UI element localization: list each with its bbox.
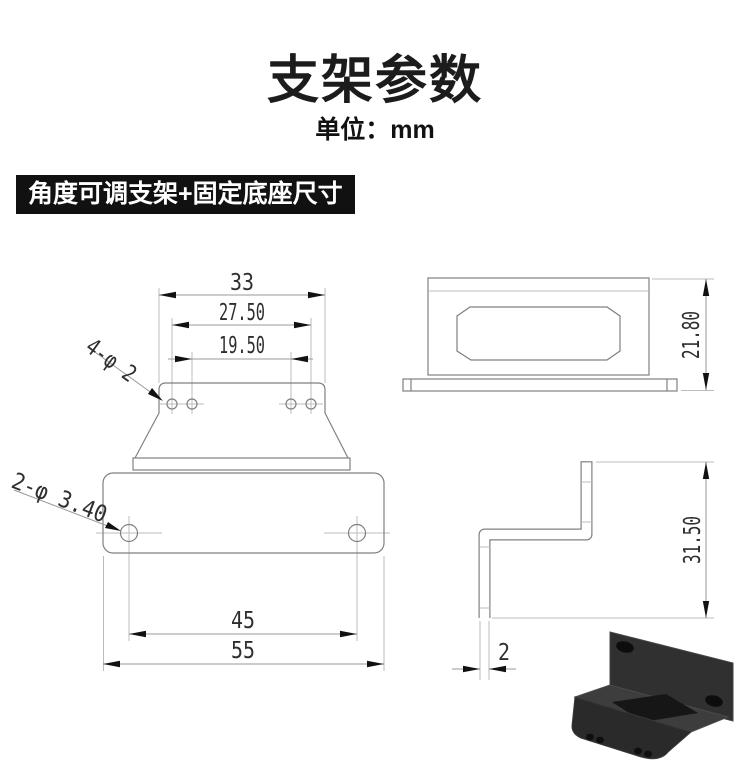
arrow-icon [702, 462, 710, 479]
arrow-icon [702, 373, 710, 390]
leader-line-base-holes [13, 489, 119, 531]
section-banner: 角度可调支架+固定底座尺寸 [16, 175, 355, 214]
dim-2-label: 2 [498, 640, 510, 666]
arrow-icon [129, 630, 146, 638]
dim-45-label: 45 [231, 608, 255, 634]
arrow-icon [702, 601, 710, 618]
arrow-icon [103, 660, 120, 668]
arrow-icon [105, 522, 121, 531]
arrow-icon [148, 388, 163, 401]
unit-label: 单位：mm [315, 116, 435, 144]
top-view: 21.80 [402, 277, 714, 392]
arrow-icon [291, 355, 308, 363]
side-view: 31.50 2 [452, 461, 714, 680]
render-back-plate [609, 631, 734, 722]
top-view-outline [402, 277, 678, 392]
front-view: 33 27.50 19.50 4-φ 2 2-φ 3.40 45 55 [8, 270, 390, 671]
label-base-holes: 2-φ 3.40 [8, 468, 111, 528]
dim-19-50-label: 19.50 [219, 333, 265, 359]
dim-55-label: 55 [231, 638, 255, 664]
arrow-icon [367, 660, 384, 668]
arrow-icon [489, 665, 506, 673]
side-profile-outer [478, 461, 593, 618]
front-view-outline [102, 382, 385, 554]
side-view-bend-marks [480, 481, 592, 609]
label-top-holes: 4-φ 2 [80, 334, 141, 388]
bracket-3d-render [571, 631, 734, 760]
dim-33-label: 33 [230, 270, 254, 296]
render-hole [586, 733, 594, 741]
render-hole [596, 736, 604, 744]
render-hole [644, 750, 652, 758]
arrow-icon [159, 291, 176, 299]
dim-27-50-label: 27.50 [219, 300, 265, 326]
leader-line-top-holes [87, 346, 161, 400]
arrow-icon [702, 279, 710, 296]
dim-31-50-label: 31.50 [680, 516, 706, 564]
render-hole [616, 641, 634, 653]
render-hole [634, 747, 642, 755]
arrow-icon [172, 321, 189, 329]
page-title: 支架参数 [266, 52, 483, 110]
arrow-icon [175, 355, 192, 363]
dim-21-80-label: 21.80 [679, 311, 705, 359]
arrow-icon [340, 630, 357, 638]
render-hole [705, 695, 723, 707]
arrow-icon [294, 321, 311, 329]
arrow-icon [308, 291, 325, 299]
side-profile-inner [479, 461, 592, 618]
render-front-flange [571, 696, 693, 760]
arrow-icon [463, 665, 480, 673]
